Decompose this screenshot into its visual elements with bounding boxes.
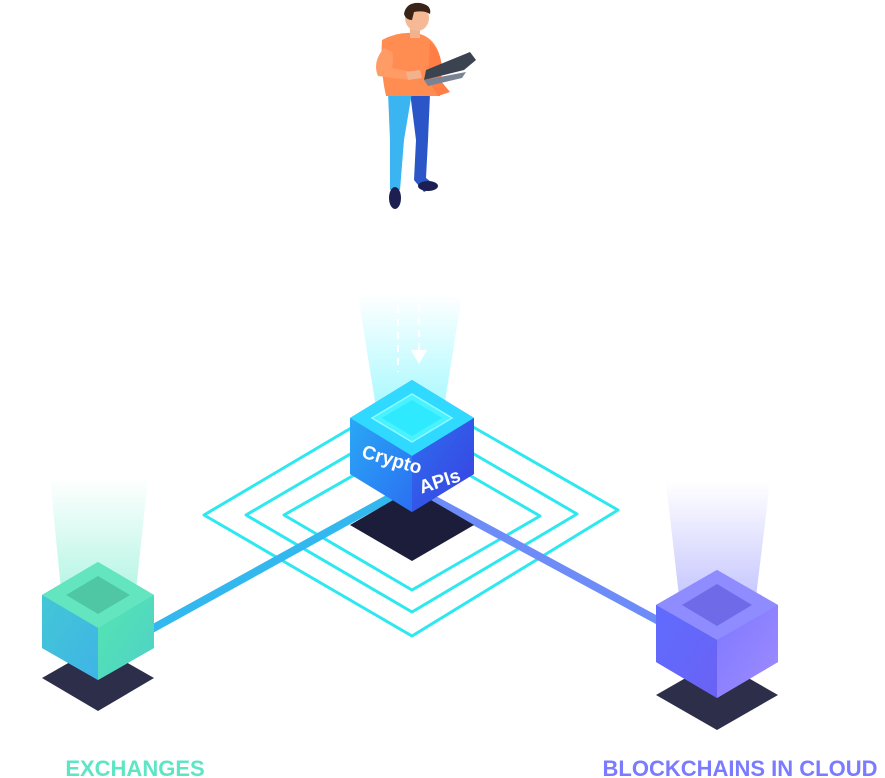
- arrow-head-icon: [411, 350, 427, 364]
- connector-to-blockchains: [416, 488, 672, 630]
- signal-rings: [202, 390, 620, 638]
- exchanges-label: EXCHANGES: [65, 756, 204, 778]
- request-arrows: [397, 226, 420, 372]
- blockchains-light-beam: [666, 482, 770, 605]
- center-light-beam: [358, 295, 462, 420]
- crypto-apis-cube: Crypto APIs: [350, 380, 474, 512]
- center-base-plate: [350, 489, 474, 561]
- exchanges-cube: [42, 562, 154, 680]
- blockchains-cube: [656, 570, 778, 698]
- connector-to-exchanges: [146, 488, 404, 634]
- exchanges-light-beam: [50, 478, 148, 600]
- blockchains-label: BLOCKCHAINS IN CLOUD: [603, 756, 878, 778]
- person-with-laptop-icon: [376, 2, 476, 209]
